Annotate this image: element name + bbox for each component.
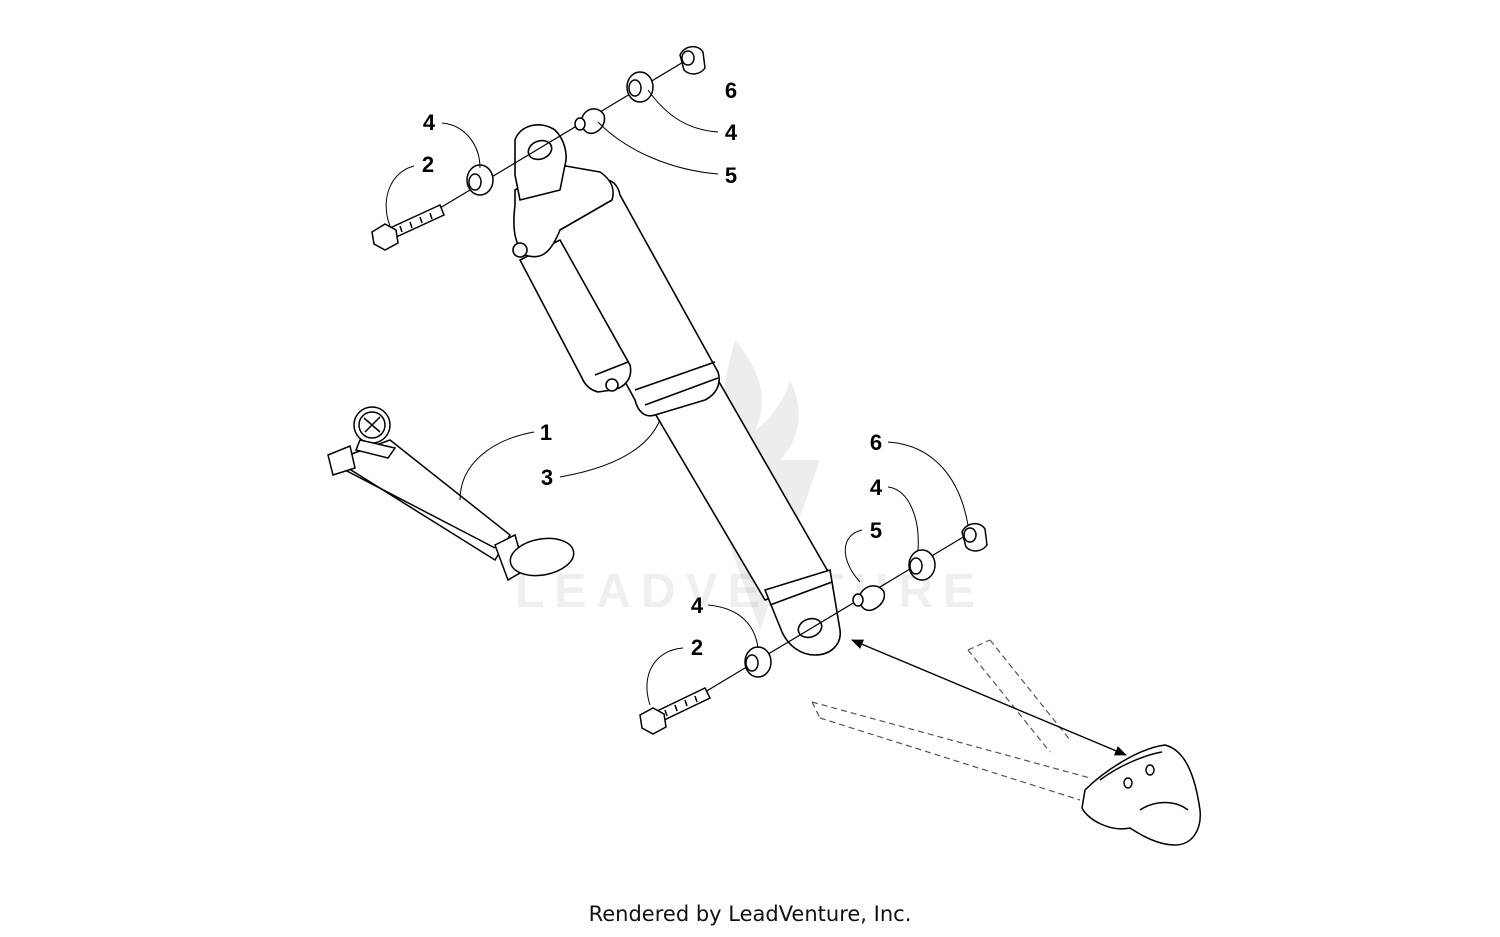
callout-2-lower: 2 <box>691 635 703 660</box>
mounting-distance-arrow <box>851 639 1127 756</box>
callout-4-lower-left: 4 <box>691 593 704 618</box>
callout-1: 1 <box>540 420 552 445</box>
callout-2-upper: 2 <box>422 152 434 177</box>
callout-6-upper: 6 <box>725 78 737 103</box>
callout-3: 3 <box>541 465 553 490</box>
callout-4-upper-left: 4 <box>423 110 436 135</box>
upper-hardware <box>371 46 706 251</box>
watermark-text: LEADVENTURE <box>515 565 985 618</box>
leader-lines <box>385 89 969 706</box>
frame-a-arm-phantom <box>811 639 1091 801</box>
frame-mount-bracket <box>1081 744 1201 846</box>
callout-4-lower-right: 4 <box>870 475 883 500</box>
lower-hardware <box>639 523 988 735</box>
callout-5-upper: 5 <box>725 163 737 188</box>
callouts: 4 2 6 4 5 1 3 6 4 5 4 2 <box>422 78 883 660</box>
callout-5-lower: 5 <box>870 518 882 543</box>
rendered-by-credit: Rendered by LeadVenture, Inc. <box>588 902 912 926</box>
shock-absorber <box>512 124 841 656</box>
shock-pump-gauge <box>327 406 575 582</box>
callout-6-lower: 6 <box>870 430 882 455</box>
callout-4-upper-right: 4 <box>725 120 738 145</box>
